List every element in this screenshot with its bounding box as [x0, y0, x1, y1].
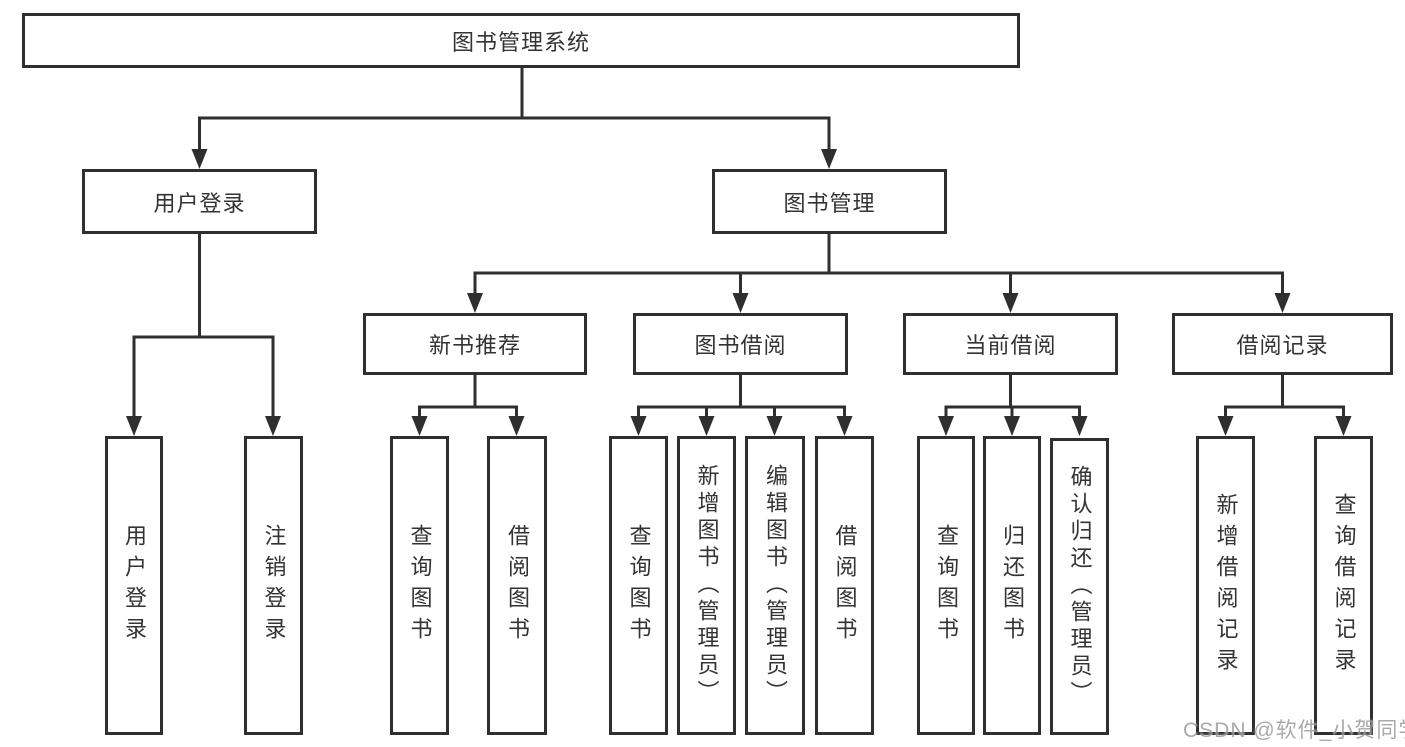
node-new-book-recommendation: 新书推荐 — [363, 313, 587, 375]
leaf-label: 借阅图书 — [505, 523, 530, 648]
node-current-borrowing: 当前借阅 — [903, 313, 1118, 375]
leaf-label: 用户登录 — [122, 523, 147, 648]
leaf-borrow-books: 借阅图书 — [815, 436, 874, 735]
leaf-borrow-books: 借阅图书 — [487, 436, 547, 735]
leaf-query-borrow-record: 查询借阅记录 — [1314, 436, 1373, 735]
leaf-return-books: 归还图书 — [983, 436, 1041, 735]
leaf-logout: 注销登录 — [244, 436, 303, 735]
leaf-query-books: 查询图书 — [917, 436, 975, 735]
leaf-edit-books-admin: 编辑图书（管理员） — [745, 436, 805, 735]
leaf-query-books: 查询图书 — [609, 436, 668, 735]
leaf-add-books-admin: 新增图书（管理员） — [677, 436, 736, 735]
watermark: CSDN @软件_小贺同学 — [1183, 719, 1405, 742]
node-library-management-system: 图书管理系统 — [22, 13, 1020, 68]
node-borrowing-records: 借阅记录 — [1172, 313, 1393, 375]
leaf-confirm-return-admin: 确认归还（管理员） — [1050, 438, 1109, 735]
leaf-label: 查询图书 — [626, 523, 652, 648]
leaf-label: 借阅图书 — [832, 523, 858, 648]
leaf-label: 确认归还（管理员） — [1067, 465, 1093, 708]
node-book-borrowing: 图书借阅 — [633, 313, 848, 375]
leaf-label: 新增借阅记录 — [1213, 492, 1239, 679]
leaf-label: 查询图书 — [407, 523, 433, 648]
leaf-user-login: 用户登录 — [105, 436, 163, 735]
leaf-label: 注销登录 — [261, 523, 287, 648]
node-book-management: 图书管理 — [712, 169, 947, 234]
node-user-login: 用户登录 — [82, 169, 317, 234]
leaf-label: 编辑图书（管理员） — [763, 464, 788, 707]
leaf-label: 查询图书 — [934, 523, 959, 648]
leaf-query-books: 查询图书 — [390, 436, 449, 735]
leaf-add-borrow-record: 新增借阅记录 — [1196, 436, 1255, 735]
leaf-label: 新增图书（管理员） — [694, 464, 720, 707]
leaf-label: 归还图书 — [1000, 523, 1025, 648]
leaf-label: 查询借阅记录 — [1331, 492, 1357, 679]
